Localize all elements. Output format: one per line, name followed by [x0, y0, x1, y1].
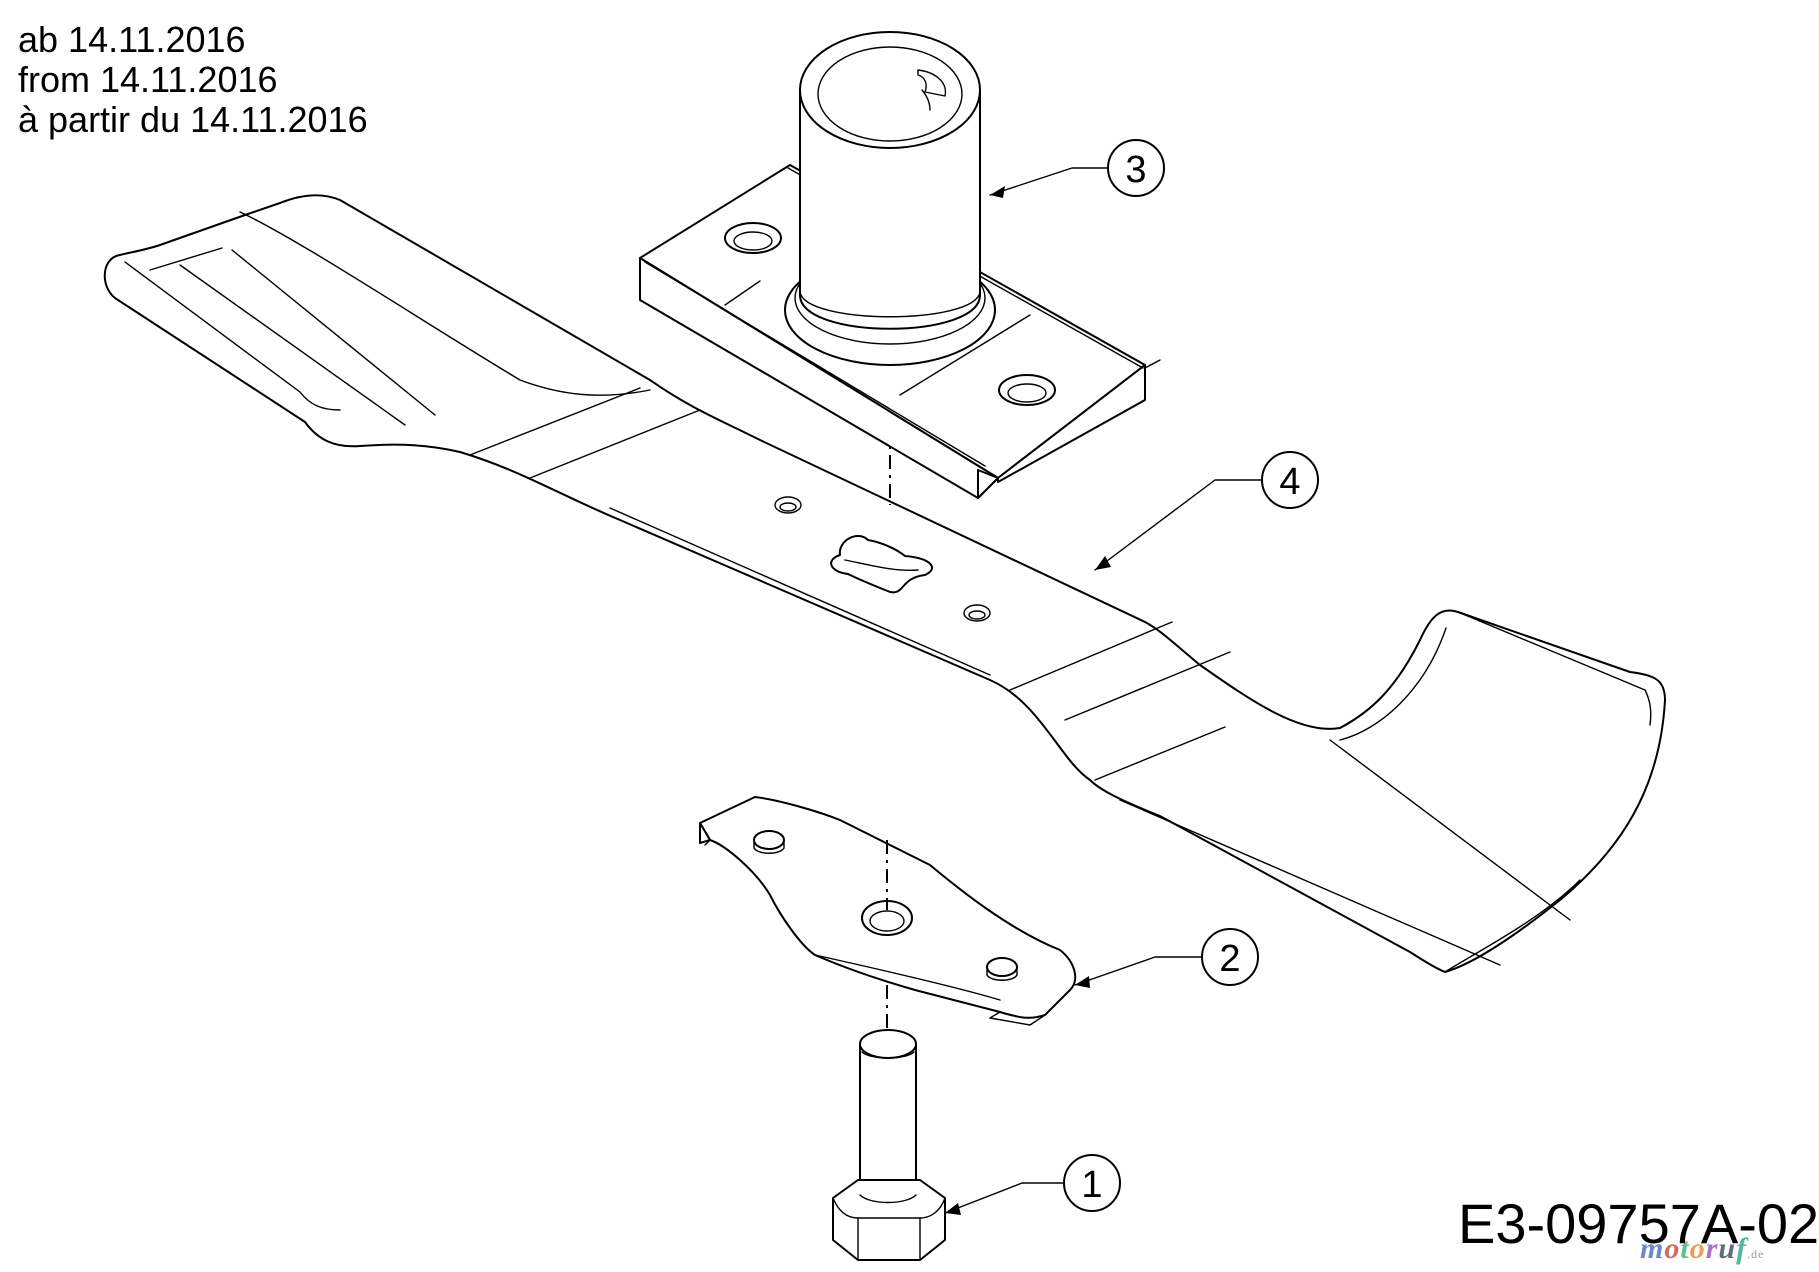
callout-3-arrow: [990, 186, 1005, 198]
blade-adapter: [699, 796, 1077, 1030]
blade-holder: [639, 31, 1161, 499]
blade-center-hole: [830, 535, 933, 594]
callout-2-arrow: [1075, 976, 1090, 988]
callout-4[interactable]: 4: [1094, 451, 1319, 571]
watermark-tld: .de: [1747, 1247, 1765, 1261]
callout-3[interactable]: 3: [989, 139, 1165, 198]
watermark-logo: motoruf.de: [1640, 1234, 1764, 1264]
bolt-head: [832, 1179, 946, 1261]
callout-1[interactable]: 1: [944, 1154, 1121, 1215]
callout-1-label: 1: [1081, 1164, 1102, 1206]
holder-hole-left: [724, 222, 782, 254]
date-line-en: from 14.11.2016: [18, 59, 278, 100]
callout-2[interactable]: 2: [1074, 928, 1259, 988]
mower-blade: [103, 194, 1666, 973]
drawing-reference-code: E3-09757A-02: [1458, 1192, 1819, 1255]
callout-3-label: 3: [1125, 149, 1146, 191]
date-line-de: ab 14.11.2016: [18, 19, 246, 60]
adapter-rivet-right: [986, 957, 1018, 977]
holder-hole-right: [998, 374, 1056, 406]
blade-mounting-hole-right: [963, 604, 991, 622]
bolt: [832, 1029, 946, 1261]
adapter-rivet-left: [753, 830, 785, 850]
holder-tube: [799, 89, 981, 330]
watermark-text: motoruf: [1640, 1232, 1748, 1265]
callout-2-label: 2: [1219, 938, 1240, 980]
date-line-fr: à partir du 14.11.2016: [18, 99, 368, 140]
callout-4-arrow: [1095, 556, 1111, 570]
callout-1-arrow: [945, 1203, 961, 1215]
blade-mounting-hole-left: [774, 496, 802, 514]
callout-4-label: 4: [1279, 461, 1300, 503]
